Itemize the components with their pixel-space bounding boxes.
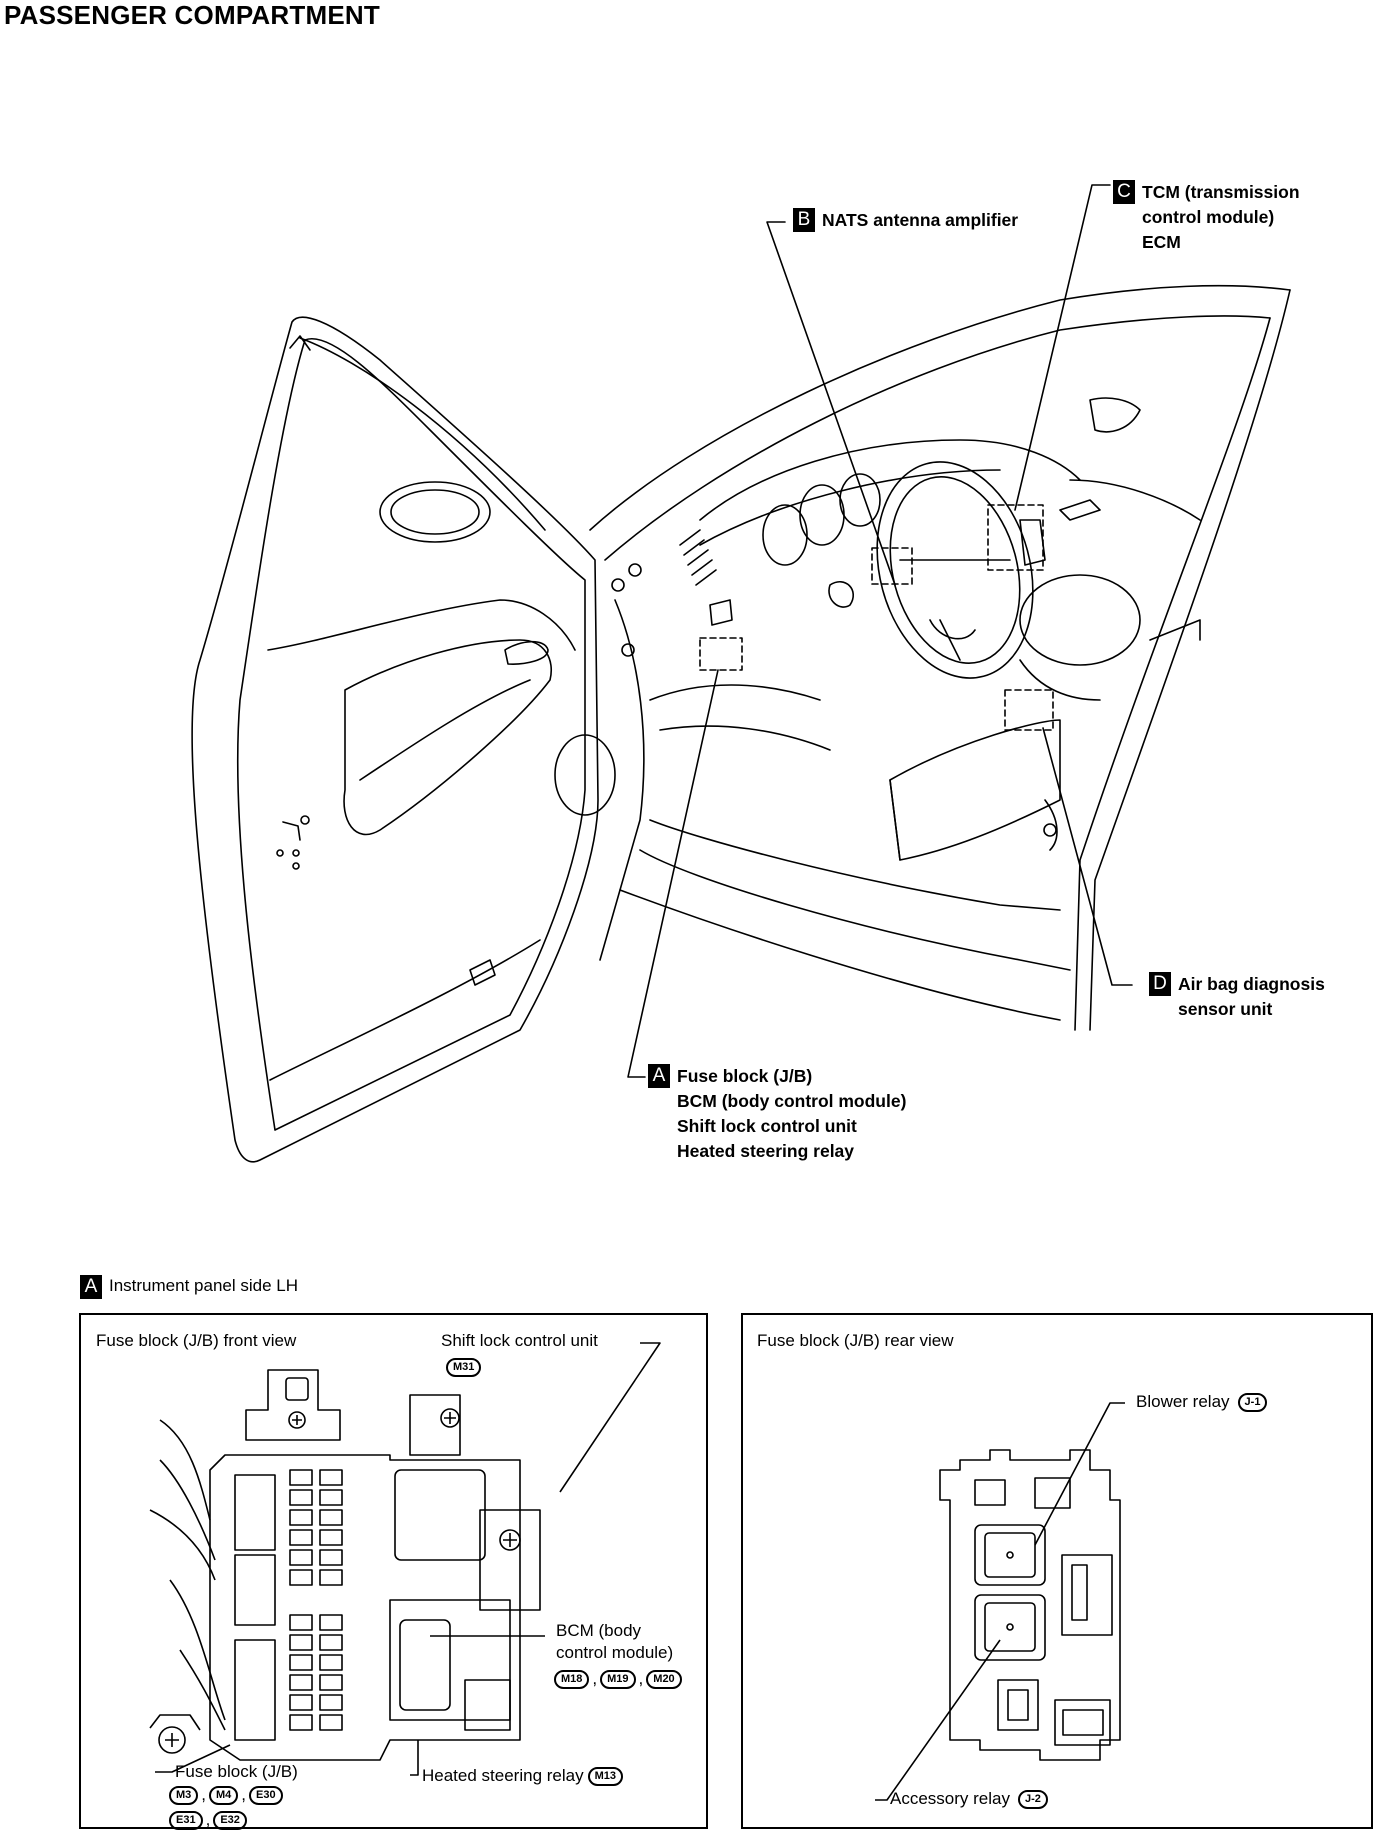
connector-pill: M18 [554, 1670, 590, 1690]
bcm-connectors: M18,M19,M20 [553, 1669, 683, 1690]
callout-fuse-block: A Fuse block (J/B) BCM (body control mod… [648, 1064, 906, 1164]
front-view-panel [79, 1313, 708, 1829]
connector-pill: M19 [600, 1670, 636, 1690]
callout-a-line-3: Shift lock control unit [677, 1116, 857, 1136]
detail-heading-text: Instrument panel side LH [109, 1276, 298, 1295]
connector-pill: J-2 [1017, 1789, 1048, 1809]
callout-letter-a: A [648, 1064, 670, 1088]
callout-nats-label: NATS antenna amplifier [822, 210, 1019, 230]
rear-view-panel [741, 1313, 1373, 1829]
bcm-label-line-1: BCM (body [556, 1621, 642, 1640]
connector-pill: E31 [169, 1811, 203, 1831]
callout-airbag-line-1: Air bag diagnosis [1178, 974, 1325, 994]
callout-tcm-ecm: C TCM (transmission control module) ECM [1113, 180, 1300, 255]
bcm-label: BCM (body control module) [556, 1620, 673, 1664]
callout-tcm-line-3: ECM [1142, 232, 1181, 252]
heated-steering-label: Heated steering relay M13 [422, 1765, 624, 1787]
accessory-relay-label: Accessory relay J-2 [890, 1788, 1049, 1810]
bcm-label-line-2: control module) [556, 1643, 674, 1662]
shift-lock-label: Shift lock control unit [441, 1330, 598, 1352]
connector-pill: E30 [249, 1786, 283, 1806]
accessory-relay-label-text: Accessory relay [890, 1789, 1010, 1808]
connector-pill: E32 [213, 1811, 247, 1831]
heated-steering-label-text: Heated steering relay [422, 1766, 584, 1785]
detail-heading: A Instrument panel side LH [80, 1275, 298, 1299]
callout-tcm-line-1: TCM (transmission [1142, 182, 1300, 202]
fuse-block-connectors-row2: E31,E32 [168, 1810, 248, 1831]
callout-letter-c: C [1113, 180, 1135, 204]
callout-airbag: D Air bag diagnosis sensor unit [1149, 972, 1325, 1022]
connector-pill: M3 [169, 1786, 199, 1806]
callout-a-line-2: BCM (body control module) [677, 1091, 907, 1111]
connector-pill: J-1 [1237, 1392, 1268, 1412]
connector-pill: M4 [209, 1786, 239, 1806]
shift-lock-label-text: Shift lock control unit [441, 1331, 598, 1350]
rear-view-title: Fuse block (J/B) rear view [757, 1331, 954, 1350]
connector-pill: M13 [587, 1766, 623, 1786]
detail-letter-a: A [80, 1275, 102, 1299]
callout-letter-d: D [1149, 972, 1171, 996]
page-title: PASSENGER COMPARTMENT [4, 0, 380, 30]
connector-pill: M31 [446, 1358, 482, 1377]
front-view-title: Fuse block (J/B) front view [96, 1331, 297, 1350]
blower-relay-label: Blower relay J-1 [1136, 1391, 1268, 1413]
callout-airbag-line-2: sensor unit [1178, 999, 1273, 1019]
blower-relay-label-text: Blower relay [1136, 1392, 1230, 1411]
connector-pill: M20 [646, 1670, 682, 1690]
fuse-block-label: Fuse block (J/B) [175, 1762, 298, 1781]
callout-letter-b: B [793, 208, 815, 232]
shift-lock-connectors: M31 [445, 1358, 482, 1377]
callout-a-line-4: Heated steering relay [677, 1141, 855, 1161]
callout-tcm-line-2: control module) [1142, 207, 1275, 227]
callout-a-line-1: Fuse block (J/B) [677, 1066, 813, 1086]
callout-nats: B NATS antenna amplifier [793, 208, 1018, 233]
fuse-block-connectors-row1: M3,M4,E30 [168, 1785, 284, 1806]
